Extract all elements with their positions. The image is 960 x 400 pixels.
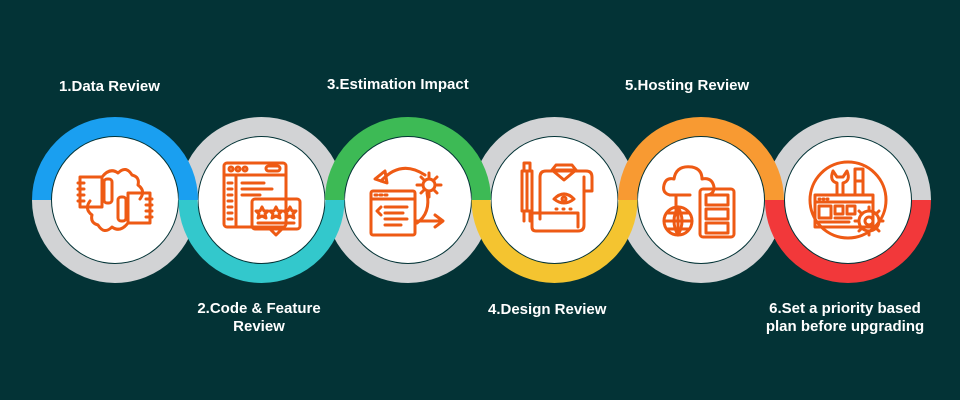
ring-3-green-arc <box>325 117 491 201</box>
step-4-label: 4.Design Review <box>488 301 606 319</box>
ring-2-teal-arc <box>178 199 345 283</box>
step-5-label: 5.Hosting Review <box>625 77 749 95</box>
step-6-title-line-1: 6.Set a priority based <box>769 300 921 317</box>
step-2-title-line-2: Review <box>233 318 285 335</box>
code-process-gear-icon <box>363 155 453 245</box>
maintenance-tools-icon <box>803 155 893 245</box>
step-2-title-line-1: 2.Code & Feature <box>197 300 321 317</box>
ring-6-red-arc <box>765 199 931 283</box>
step-3-title: 3.Estimation Impact <box>327 76 469 93</box>
step-2-label: 2.Code & Feature Review <box>197 300 320 336</box>
step-4-title: 4.Design Review <box>488 301 607 318</box>
colored-ring-halves <box>32 117 931 283</box>
code-review-rating-icon <box>216 155 306 245</box>
ring-4-yellow-arc <box>471 199 638 283</box>
step-1-title: 1.Data Review <box>59 78 160 95</box>
gray-ring-halves <box>32 117 931 283</box>
cloud-server-globe-icon <box>656 155 746 245</box>
step-3-label: 3.Estimation Impact <box>327 76 469 94</box>
ring-5-orange-arc <box>618 117 784 201</box>
step-6-title-line-2: plan before upgrading <box>765 318 925 335</box>
ring-1-blue-arc <box>32 117 198 201</box>
design-blueprint-icon <box>510 155 600 245</box>
step-1-label: 1.Data Review <box>59 78 160 96</box>
step-5-title: 5.Hosting Review <box>625 77 750 94</box>
thumbs-up-down-icon <box>70 155 160 245</box>
step-6-label: 6.Set a priority based plan before upgra… <box>766 300 924 336</box>
